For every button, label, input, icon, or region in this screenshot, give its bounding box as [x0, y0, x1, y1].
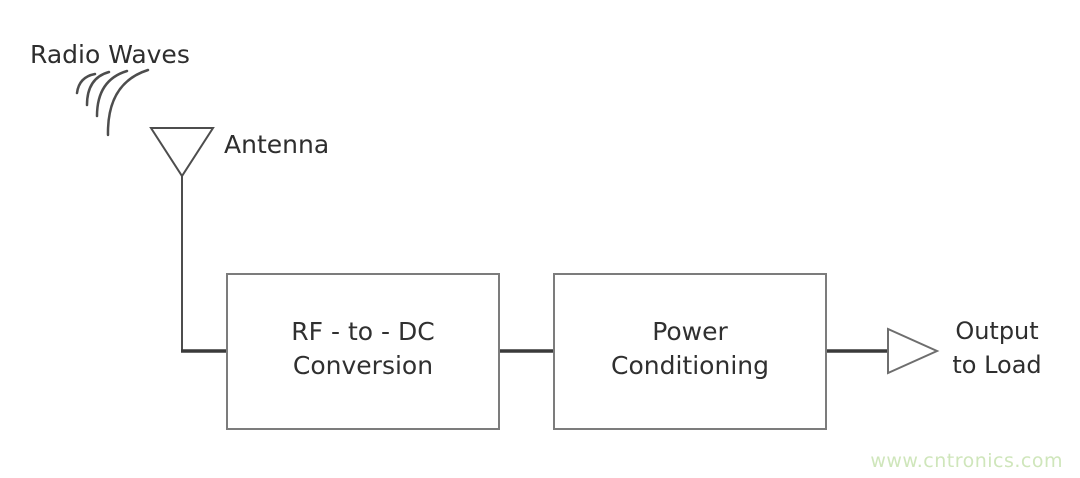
- antenna-icon: [149, 127, 215, 178]
- output-to-load-label: Output to Load: [952, 317, 1042, 379]
- antenna-label: Antenna: [224, 130, 330, 159]
- output-arrow-icon: [887, 327, 940, 375]
- block-power-conditioning-label: Power Conditioning: [611, 317, 769, 380]
- block-rf-to-dc-conversion-label: RF - to - DC Conversion: [291, 317, 435, 380]
- watermark: www.cntronics.com: [870, 450, 1063, 472]
- block-power-conditioning: Power Conditioning: [553, 273, 827, 430]
- block-rf-to-dc-conversion: RF - to - DC Conversion: [226, 273, 500, 430]
- radio-waves-label: Radio Waves: [30, 40, 190, 69]
- radio-waves-icon: [75, 68, 150, 137]
